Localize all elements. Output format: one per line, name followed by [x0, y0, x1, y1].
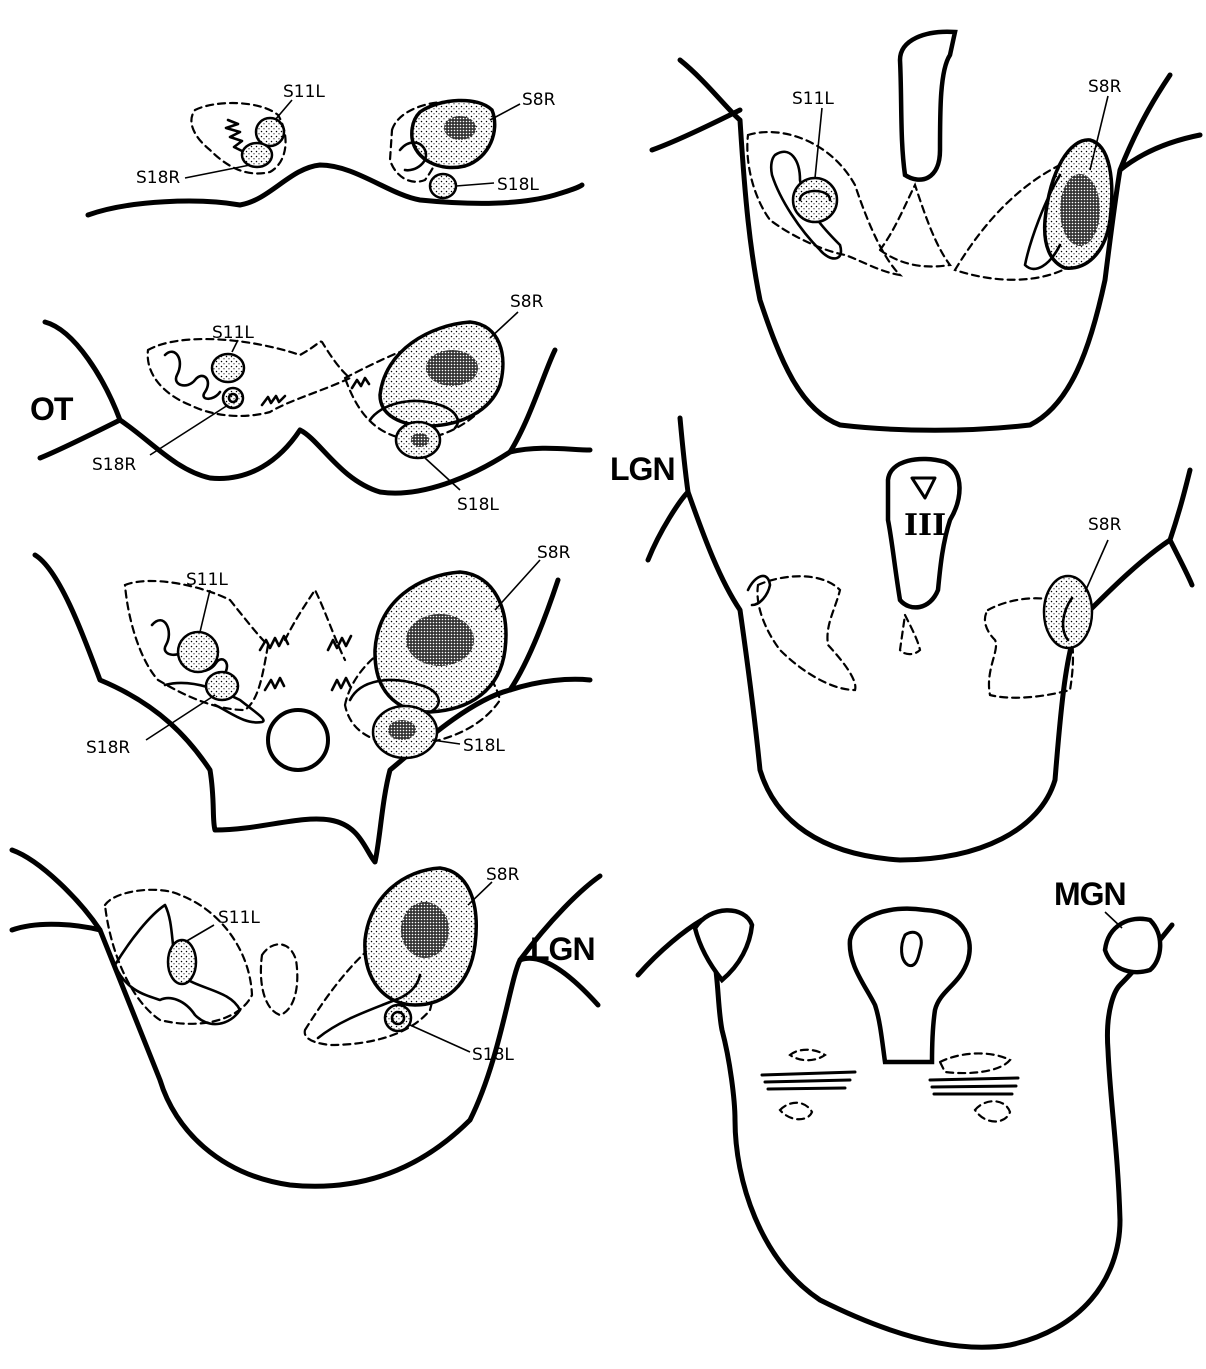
- section-6-s8r-label: S8R: [1088, 515, 1122, 535]
- section-6-left-horn: [680, 418, 688, 492]
- section-1-s8r-core: [444, 116, 476, 140]
- section-2-s8r-label: S8R: [510, 292, 544, 312]
- section-6-midline-region: [900, 615, 920, 654]
- section-7: MGN: [638, 876, 1172, 1347]
- section-3-midline: [285, 590, 345, 660]
- section-3-s11l-leader: [200, 590, 210, 632]
- section-2-fiber-right: [352, 378, 369, 388]
- section-7-right-nucleus-lower: [975, 1101, 1010, 1121]
- section-4-s18l-label: S18L: [472, 1045, 514, 1065]
- section-3-s8r-leader: [495, 560, 540, 610]
- section-3-s18l-label: S18L: [463, 736, 505, 756]
- section-2-contour: [40, 322, 120, 458]
- section-6-lgn-label: LGN: [610, 451, 675, 487]
- section-1-s18l-label: S18L: [497, 175, 539, 195]
- section-2-s18l-core: [411, 433, 429, 447]
- section-1-s11l-lesion: [256, 118, 284, 146]
- section-2-s18l-label: S18L: [457, 495, 499, 515]
- section-4-s11l-lesion: [168, 940, 196, 984]
- section-7-left-fibers: [762, 1072, 855, 1089]
- section-1-s18l-leader: [456, 183, 494, 186]
- section-2-s18r-lesion: [223, 388, 243, 408]
- section-2-left-region: [148, 339, 350, 416]
- section-2-right-wall: [510, 350, 555, 452]
- section-6-iii-label: III: [904, 508, 946, 543]
- section-5: S11L S8R: [652, 32, 1200, 431]
- section-3-right-wall: [510, 580, 558, 690]
- section-7-left-knob: [695, 910, 752, 980]
- section-6: III LGN S8R: [610, 418, 1192, 860]
- section-4-s8r-core: [401, 902, 449, 958]
- section-3-s18l-core: [388, 720, 416, 740]
- section-1-s11l-leader: [275, 100, 292, 120]
- section-7-mgn-label: MGN: [1054, 876, 1126, 912]
- section-4-s18l-lesion: [385, 1005, 411, 1031]
- section-5-s8r-core: [1060, 174, 1100, 246]
- section-5-midline: [880, 185, 950, 266]
- section-1-s11l-label: S11L: [283, 82, 325, 102]
- section-5-stalk: [900, 32, 955, 180]
- section-3-fiber-right: [328, 636, 351, 690]
- section-3-s11l-lesion: [178, 632, 218, 672]
- section-1-s8r-label: S8R: [522, 90, 556, 110]
- section-2: OT S11L S18R S8R S18L: [30, 292, 590, 515]
- section-1-s18r-label: S18R: [136, 168, 180, 188]
- section-7-mgn-leader: [1105, 912, 1122, 928]
- section-2-fiber-left: [262, 396, 285, 405]
- section-3-s18r-label: S18R: [86, 738, 130, 758]
- section-7-left-nucleus: [790, 1050, 825, 1061]
- section-4-contour: [12, 850, 598, 1186]
- section-2-s8r-leader: [490, 312, 518, 338]
- section-3-vessel: [268, 710, 328, 770]
- section-3-s18l-leader: [432, 740, 460, 744]
- section-7-right-knob: [1105, 919, 1160, 972]
- section-7-left-nucleus-lower: [780, 1103, 812, 1120]
- section-2-ot-label: OT: [30, 391, 74, 427]
- section-1-s18l-lesion: [430, 174, 456, 198]
- section-4-left-wall: [12, 924, 100, 930]
- section-5-s8r-label: S8R: [1088, 77, 1122, 97]
- section-4-lgn-label: LGN: [530, 931, 595, 967]
- section-2-s11l-label: S11L: [212, 323, 254, 343]
- section-7-right-nucleus: [940, 1053, 1010, 1073]
- section-4-s11l-leader: [185, 925, 214, 942]
- section-4: LGN S11L S8R S18L: [12, 850, 600, 1186]
- section-1: S11L S18R S8R S18L: [88, 82, 582, 215]
- section-6-right-horn: [1170, 470, 1192, 585]
- section-4-s8r-label: S8R: [486, 865, 520, 885]
- section-4-s11l-label: S11L: [218, 908, 260, 928]
- section-1-s18r-lesion: [242, 143, 272, 167]
- section-3-contour: [35, 555, 590, 862]
- section-3: S11L S18R S8R S18L: [35, 543, 590, 862]
- section-3-s8r-core: [406, 614, 474, 666]
- section-6-left-region: [757, 576, 855, 690]
- section-1-left-squiggle: [226, 120, 246, 153]
- section-4-midline-region: [261, 944, 297, 1015]
- section-3-s8r-label: S8R: [537, 543, 571, 563]
- section-5-s11l-label: S11L: [792, 89, 834, 109]
- section-4-s18l-leader: [410, 1025, 470, 1052]
- section-2-left-squiggle: [165, 352, 220, 399]
- section-2-s18r-leader: [150, 405, 228, 455]
- section-2-s8r-core: [426, 350, 478, 386]
- section-3-s11l-label: S11L: [186, 570, 228, 590]
- section-3-s18r-lesion: [206, 672, 238, 700]
- section-5-s11l-leader: [815, 108, 822, 178]
- section-6-s8r-lesion: [1044, 576, 1092, 648]
- section-2-s18r-label: S18R: [92, 455, 136, 475]
- section-2-s11l-lesion: [212, 354, 244, 382]
- section-7-right-fibers: [930, 1078, 1018, 1094]
- section-6-s8r-leader: [1085, 540, 1108, 592]
